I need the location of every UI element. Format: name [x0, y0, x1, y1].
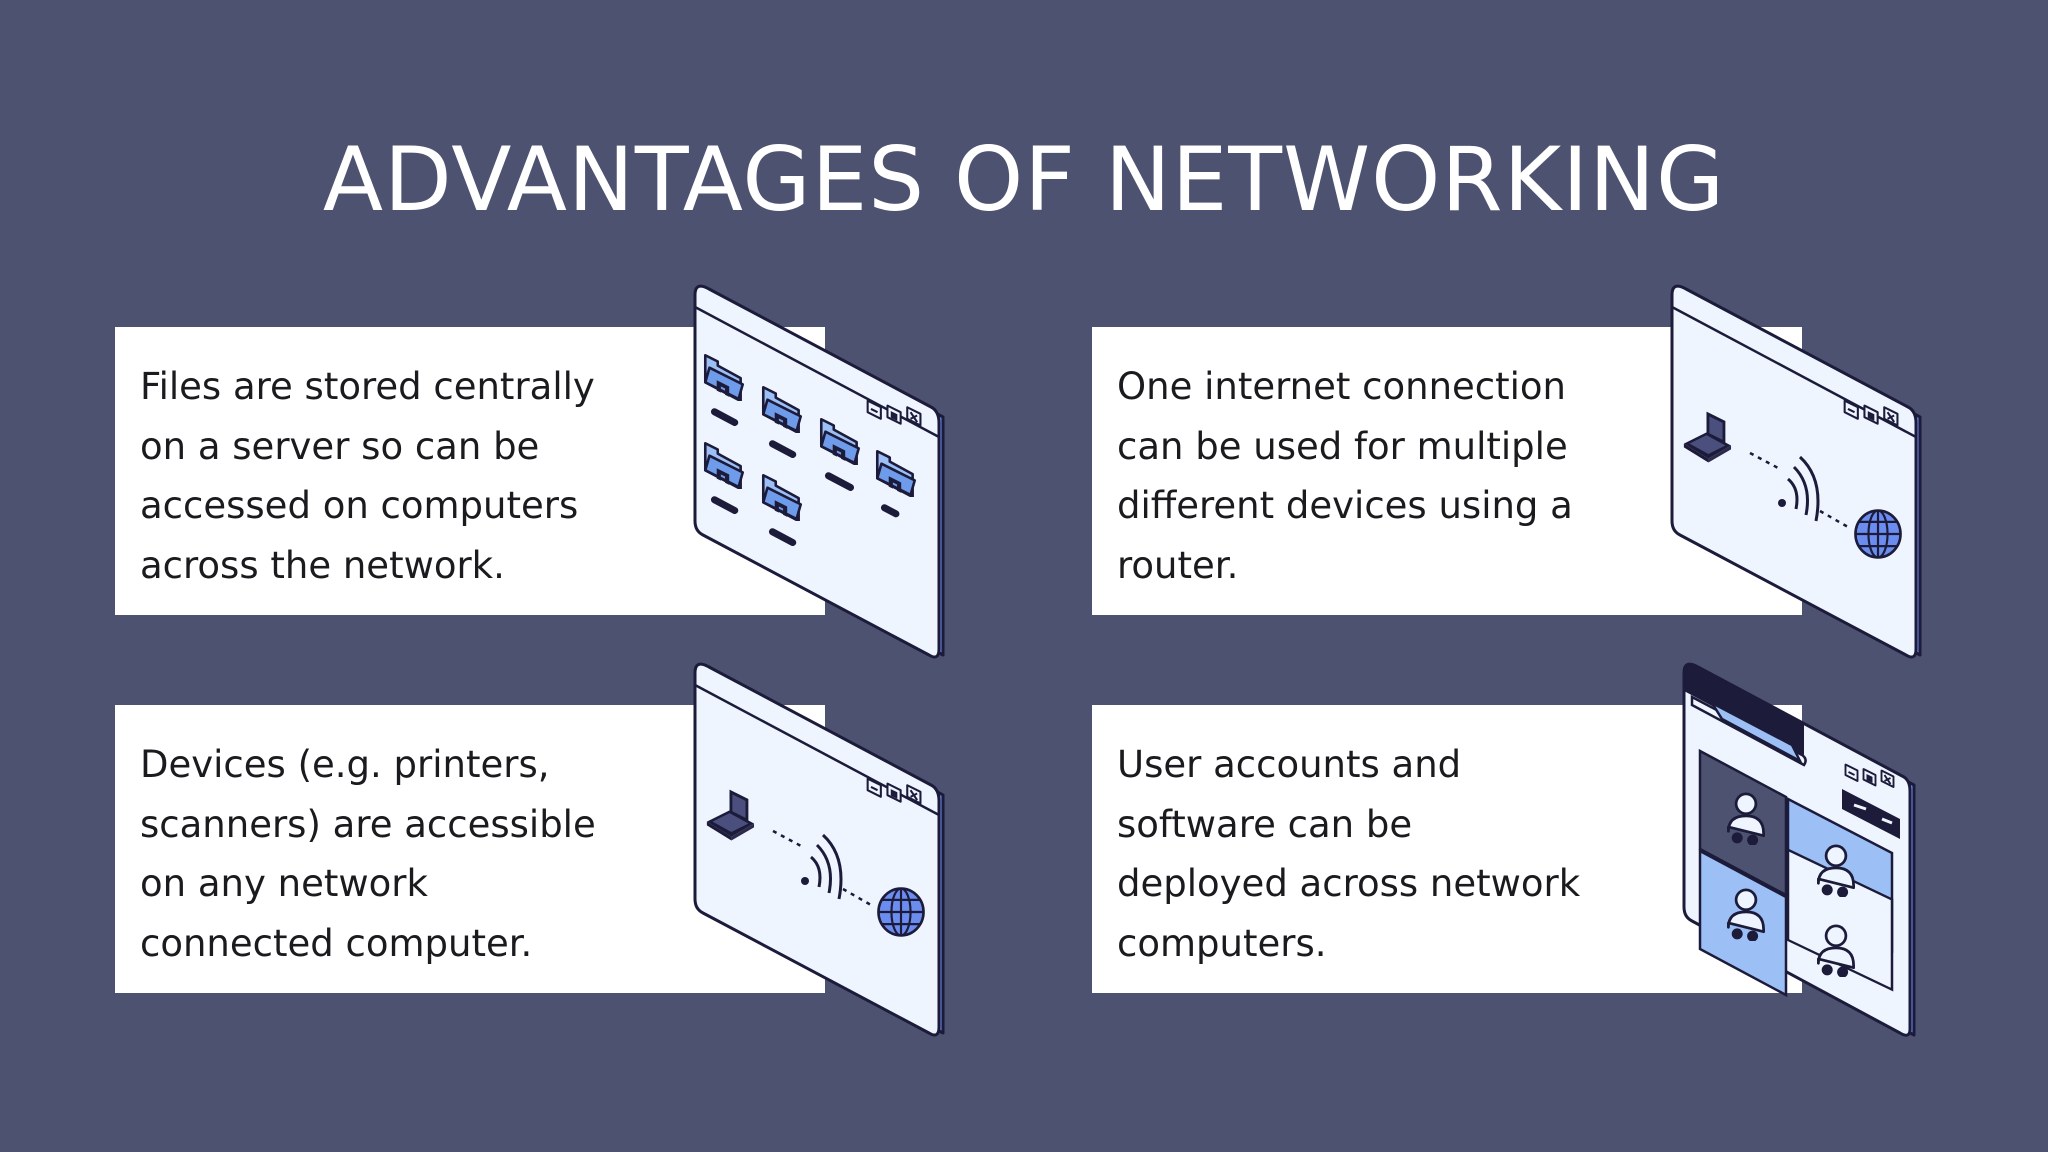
folders-window-icon: [693, 284, 945, 659]
card-text: User accounts and software can be deploy…: [1117, 743, 1581, 965]
laptop-wifi-globe-window-icon: [1670, 284, 1922, 659]
laptop-wifi-globe-window-icon: [693, 662, 945, 1037]
card-text: One internet connection can be used for …: [1117, 365, 1573, 587]
card-text: Devices (e.g. printers, scanners) are ac…: [140, 743, 596, 965]
page-title: ADVANTAGES OF NETWORKING: [322, 128, 1726, 231]
advantage-card: Devices (e.g. printers, scanners) are ac…: [115, 705, 825, 993]
card-text: Files are stored centrally on a server s…: [140, 365, 595, 587]
video-call-users-window-icon: [1682, 662, 1916, 1037]
